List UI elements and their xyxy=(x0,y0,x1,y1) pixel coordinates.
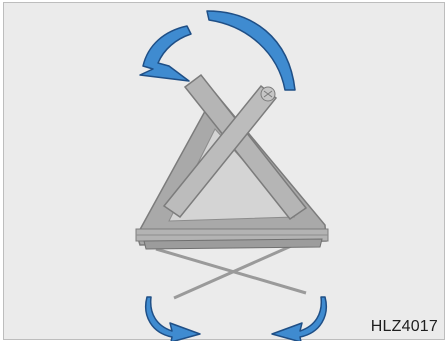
fold-out-arrow-icon xyxy=(146,297,200,341)
warning-triangle-illustration xyxy=(4,3,446,341)
rotate-arrow-icon xyxy=(207,11,295,90)
rotate-arrow-icon xyxy=(140,26,191,81)
figure-frame: HLZ4017 xyxy=(3,2,445,340)
figure-code-label: HLZ4017 xyxy=(371,317,438,337)
fold-out-arrow-icon xyxy=(272,297,326,341)
